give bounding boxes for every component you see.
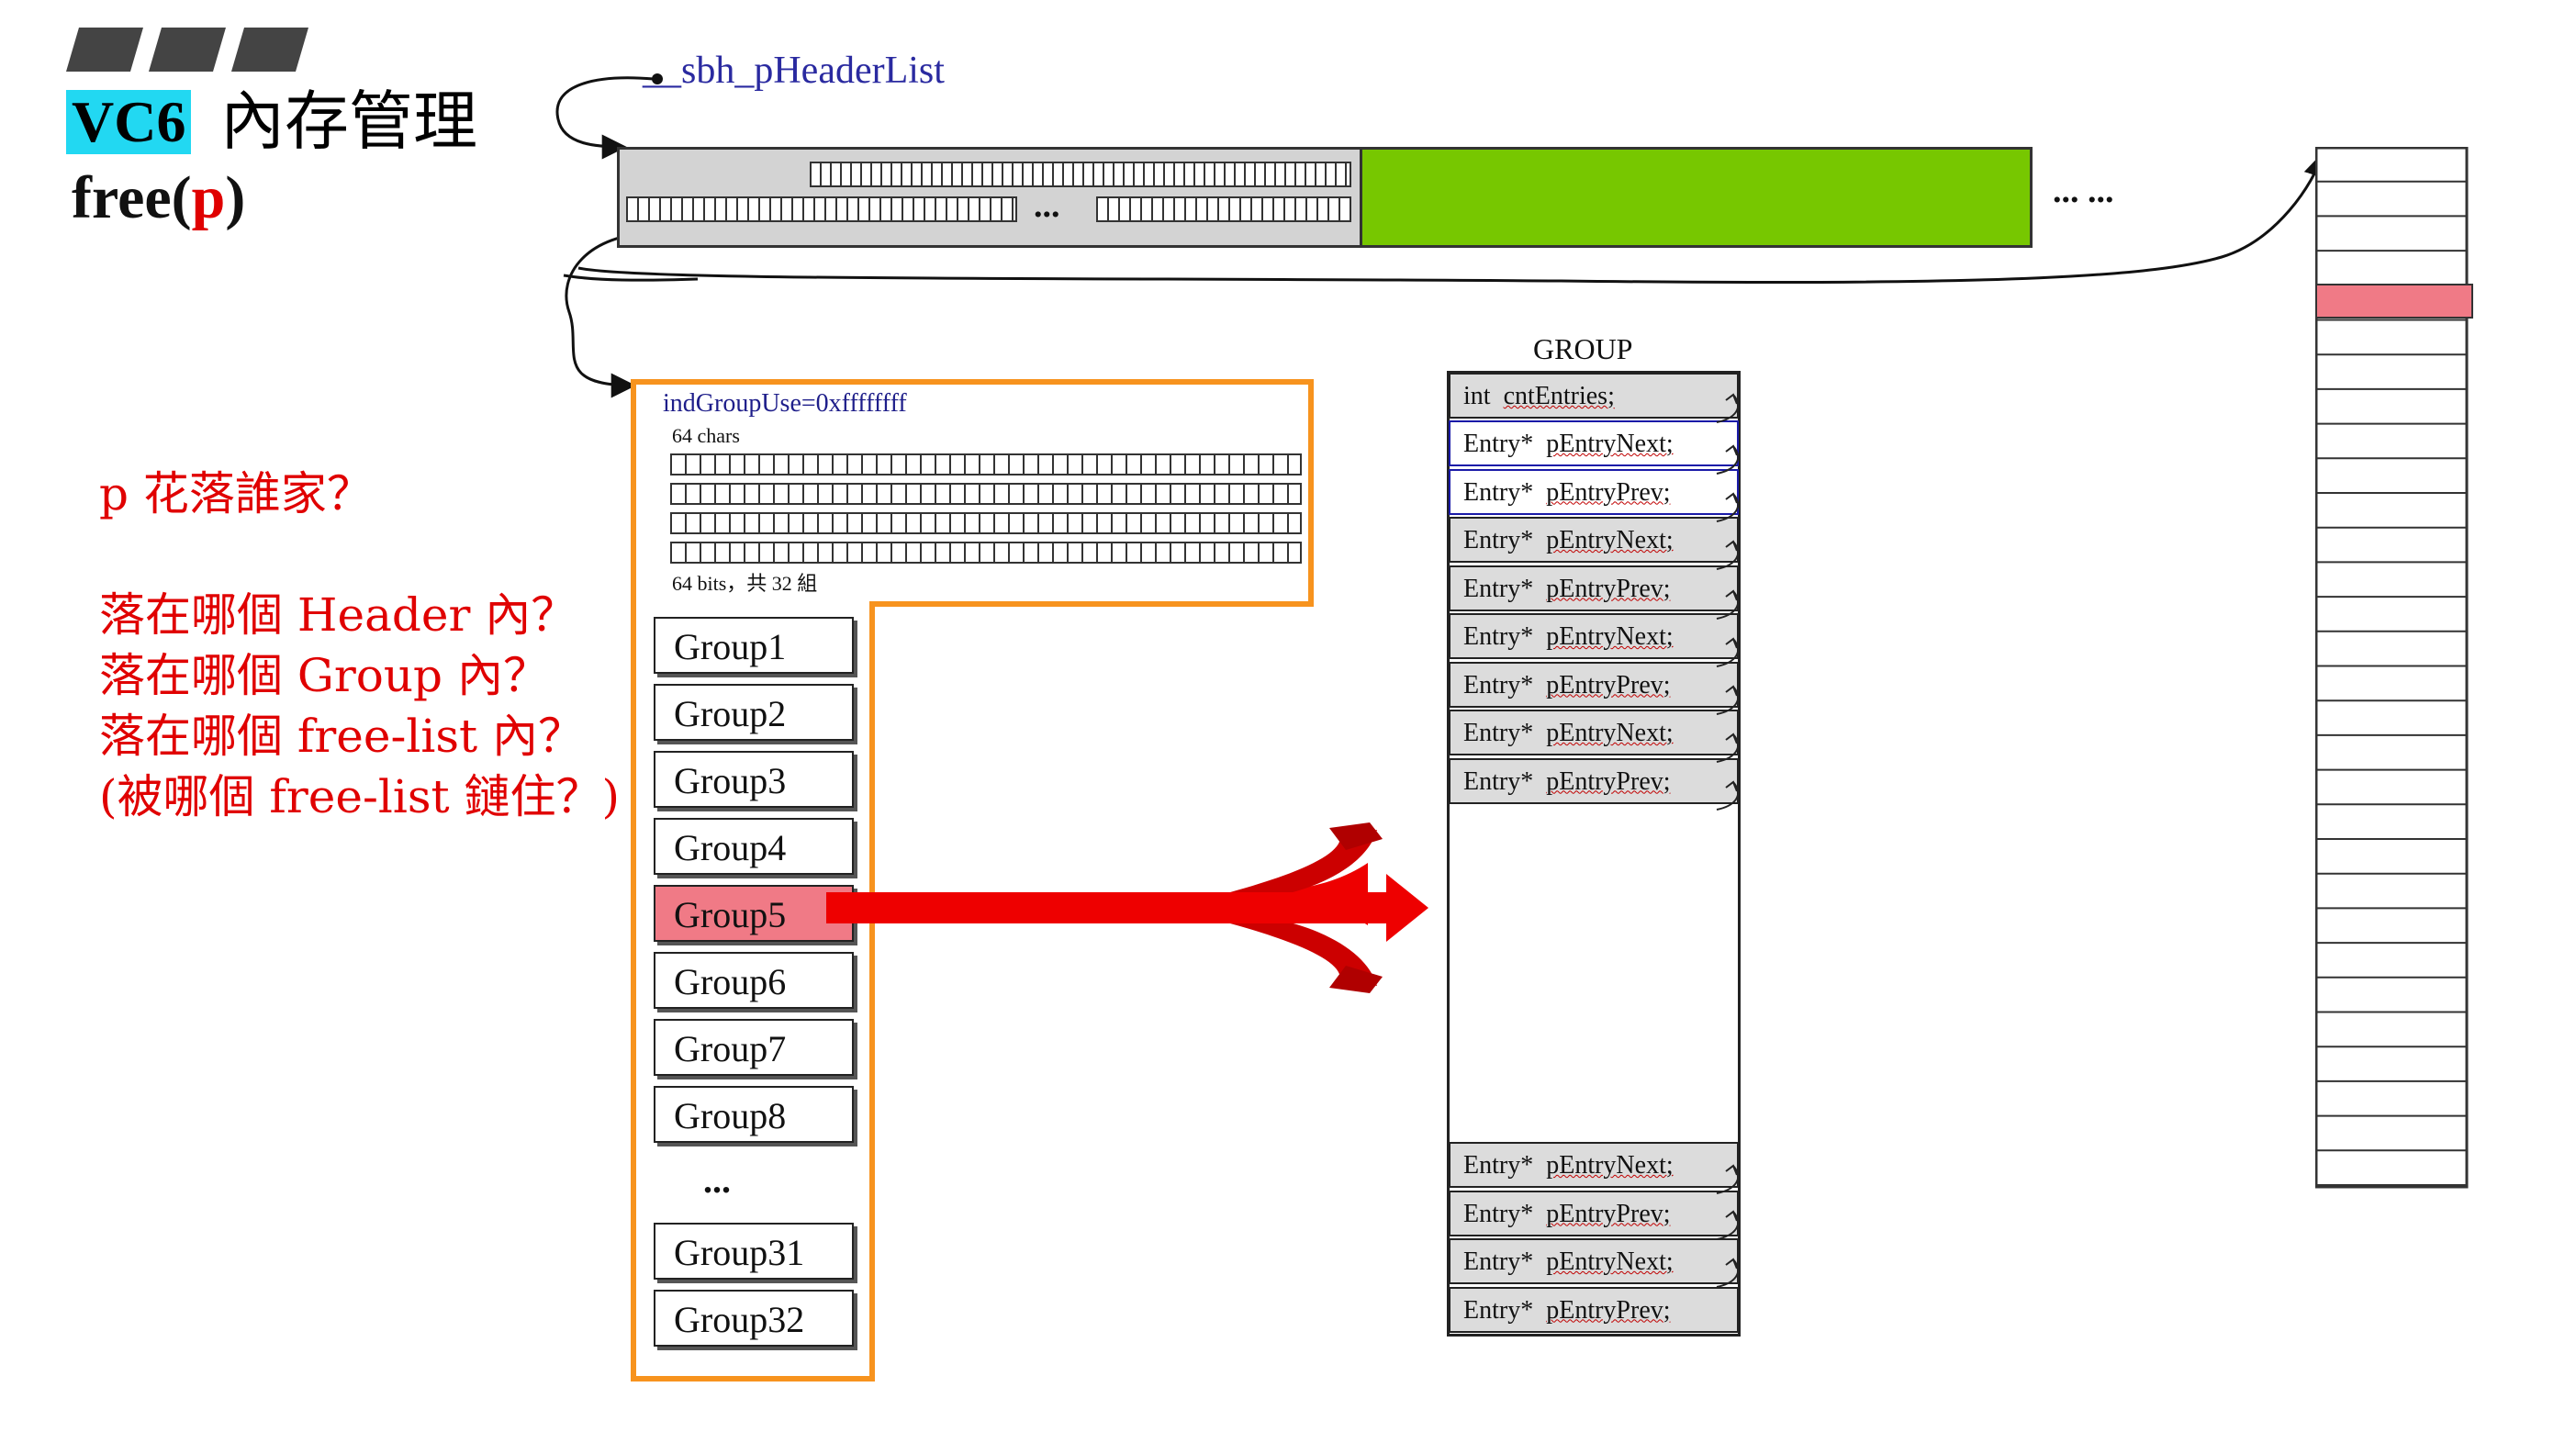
bitmap-rows — [670, 450, 1302, 564]
entry-type: Entry* — [1463, 1247, 1534, 1276]
entry-type: Entry* — [1463, 1199, 1534, 1228]
entry-name: pEntryPrev; — [1546, 1199, 1671, 1228]
bits-label: 64 bits，共 32 組 — [672, 572, 818, 595]
header-bitmap-right — [1096, 196, 1351, 222]
title-vc6: VC6 — [66, 90, 192, 154]
title-free-suffix: ) — [225, 164, 246, 231]
entry-link-arrowhead — [1725, 444, 1738, 456]
question-which-group: 落在哪個 Group 內？ — [99, 649, 549, 702]
entry-cnt-entries: int cntEntries; — [1449, 373, 1739, 419]
entry-field: Entry* pEntryPrev; — [1449, 565, 1739, 611]
entry-name: pEntryPrev; — [1546, 574, 1671, 603]
question-which-free-list: 落在哪個 free-list 內？ — [99, 710, 585, 763]
title-free-call: free(p) — [72, 162, 245, 235]
header-bitmap-top — [810, 162, 1351, 187]
header-ellipsis-right: ... ... — [2053, 172, 2114, 210]
group-item: Group5 — [654, 885, 854, 942]
group-item: Group1 — [654, 617, 854, 674]
entry-type: Entry* — [1463, 526, 1534, 554]
entry-field: Entry* pEntryPrev; — [1449, 468, 1739, 515]
group-item: Group3 — [654, 751, 854, 808]
header-bitmap-left — [626, 196, 1017, 222]
entry-name: pEntryNext; — [1546, 430, 1674, 458]
entry-field: Entry* pEntryPrev; — [1449, 661, 1739, 708]
entry-type: Entry* — [1463, 719, 1534, 747]
entry-type: Entry* — [1463, 477, 1534, 507]
group-struct-title: GROUP — [1533, 332, 1633, 365]
group-item: Group6 — [654, 952, 854, 1009]
entry-name: pEntryPrev; — [1546, 1295, 1671, 1325]
entry-field: Entry* pEntryNext; — [1449, 1238, 1739, 1284]
group-item: Group8 — [654, 1086, 854, 1143]
entry-link-arrowhead — [1725, 780, 1738, 792]
free-list-column — [2315, 147, 2473, 1189]
entry-name: pEntryNext; — [1546, 622, 1674, 651]
entry-field: Entry* pEntryNext; — [1449, 613, 1739, 659]
entry-type: Entry* — [1463, 766, 1534, 796]
entry-link-arrowhead — [1725, 540, 1738, 552]
header-list-label: __sbh_pHeaderList — [643, 50, 945, 92]
title-free-p: p — [191, 164, 226, 231]
group-item: Group7 — [654, 1019, 854, 1076]
entry-field: Entry* pEntryPrev; — [1449, 1286, 1739, 1333]
entry-link-arrowhead — [1725, 1164, 1738, 1176]
cnt-entries-name: cntEntries; — [1503, 382, 1615, 410]
entry-link-arrowhead — [1725, 685, 1738, 697]
entry-link-arrowhead — [1725, 589, 1738, 601]
entry-link-arrowhead — [1725, 733, 1738, 744]
group5-arrow — [826, 822, 1428, 993]
entry-field: Entry* pEntryNext; — [1449, 420, 1739, 466]
free-list-slot-highlighted — [2315, 284, 2473, 319]
entry-type: Entry* — [1463, 622, 1534, 651]
entry-field: Entry* pEntryNext; — [1449, 1142, 1739, 1188]
header-ellipsis-mid: ... — [1034, 186, 1060, 225]
chars-label: 64 chars — [672, 424, 740, 447]
entry-field: Entry* pEntryNext; — [1449, 710, 1739, 755]
group-item: Group32 — [654, 1290, 854, 1347]
entry-type: Entry* — [1463, 1151, 1534, 1180]
entry-name: pEntryPrev; — [1546, 766, 1671, 796]
title-decoration — [66, 28, 308, 72]
cnt-entries-type: int — [1463, 382, 1491, 410]
group-item: Group2 — [654, 684, 854, 741]
entry-link-arrowhead — [1725, 393, 1738, 405]
question-linked-by: (被哪個 free-list 鏈住？) — [99, 770, 621, 823]
entry-name: pEntryNext; — [1546, 1151, 1674, 1180]
entry-link-arrowhead — [1725, 1210, 1738, 1222]
question-which-header: 落在哪個 Header 內？ — [99, 588, 577, 642]
entry-link-arrows — [1716, 393, 1740, 1288]
entry-name: pEntryNext; — [1546, 719, 1674, 747]
groups-ellipsis: ... — [703, 1159, 731, 1201]
entry-type: Entry* — [1463, 574, 1534, 603]
group-item: Group31 — [654, 1223, 854, 1280]
question-whose-home: p 花落誰家？ — [99, 467, 373, 520]
entry-link-arrowhead — [1725, 1258, 1738, 1270]
entry-type: Entry* — [1463, 430, 1534, 458]
entry-name: pEntryPrev; — [1546, 670, 1671, 699]
entry-field: Entry* pEntryPrev; — [1449, 1190, 1739, 1236]
entry-name: pEntryPrev; — [1546, 477, 1671, 507]
group-item: Group4 — [654, 818, 854, 875]
ind-group-use-label: indGroupUse=0xffffffff — [663, 389, 907, 418]
free-list-slot-lines — [2316, 180, 2467, 1186]
entry-name: pEntryNext; — [1546, 1247, 1674, 1276]
title-memory-management: 內存管理 — [220, 84, 477, 159]
entry-link-arrowhead — [1725, 492, 1738, 504]
title-free-prefix: free( — [72, 164, 192, 231]
entry-type: Entry* — [1463, 1295, 1534, 1325]
header-green-block — [1362, 147, 2033, 248]
entry-field: Entry* pEntryPrev; — [1449, 757, 1739, 804]
entry-link-arrowhead — [1725, 637, 1738, 649]
entry-type: Entry* — [1463, 670, 1534, 699]
entry-field: Entry* pEntryNext; — [1449, 517, 1739, 563]
entry-name: pEntryNext; — [1546, 526, 1674, 554]
